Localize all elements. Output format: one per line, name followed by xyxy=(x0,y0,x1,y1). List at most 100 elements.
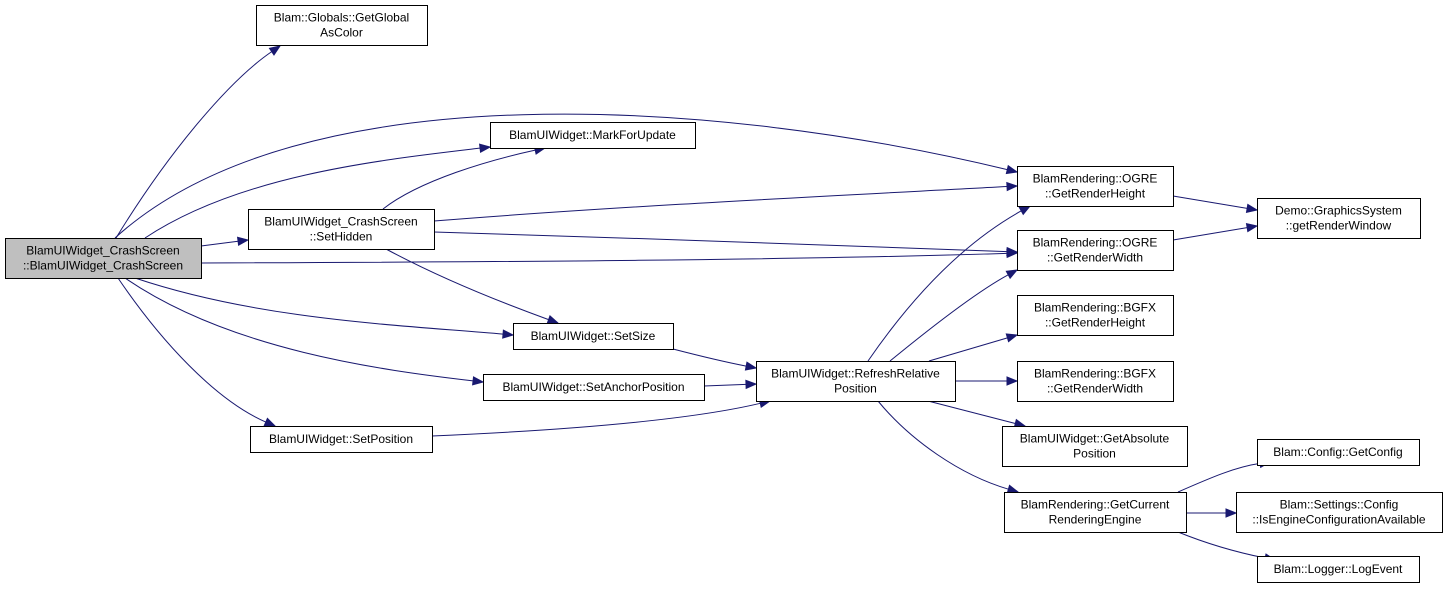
node-box xyxy=(1236,492,1443,533)
node-bgfx_getrenderheight[interactable]: BlamRendering::BGFX::GetRenderHeight xyxy=(1017,295,1174,336)
node-box xyxy=(1257,198,1421,239)
node-box xyxy=(483,374,705,401)
edge-refreshrelativeposition-to-getcurrentrenderingengine xyxy=(877,400,1020,494)
edge-line xyxy=(117,277,267,423)
arrowhead-icon xyxy=(268,45,282,56)
edge-line xyxy=(1172,227,1248,241)
edge-sethidden-to-markforupdate xyxy=(382,145,547,210)
node-getconfig[interactable]: Blam::Config::GetConfig xyxy=(1257,439,1420,466)
edge-root-to-setposition xyxy=(117,277,277,427)
node-label-line: BlamUIWidget::MarkForUpdate xyxy=(509,128,676,142)
arrowhead-icon xyxy=(479,143,492,153)
node-box xyxy=(1017,361,1174,402)
node-root[interactable]: BlamUIWidget_CrashScreen::BlamUIWidget_C… xyxy=(5,238,202,279)
node-isengineconfigurationavailable[interactable]: Blam::Settings::Config::IsEngineConfigur… xyxy=(1236,492,1443,533)
edge-getcurrentrenderingengine-to-getconfig xyxy=(1177,458,1272,493)
edge-line xyxy=(703,383,747,387)
edge-root-to-ogre_getrenderheight xyxy=(114,113,1019,239)
node-setanchorposition[interactable]: BlamUIWidget::SetAnchorPosition xyxy=(483,374,705,401)
node-label-line: ::GetRenderWidth xyxy=(1047,251,1143,265)
node-label-line: ::GetRenderHeight xyxy=(1045,316,1146,330)
edge-line xyxy=(134,277,504,335)
arrowhead-icon xyxy=(745,379,758,390)
node-box xyxy=(5,238,202,279)
arrowhead-icon xyxy=(502,329,515,339)
node-label-line: BlamUIWidget::RefreshRelative xyxy=(771,367,940,381)
node-ogre_getrenderheight[interactable]: BlamRendering::OGRE::GetRenderHeight xyxy=(1017,166,1174,207)
node-label-line: BlamUIWidget_CrashScreen xyxy=(26,244,179,258)
edge-line xyxy=(1172,195,1248,209)
arrowhead-icon xyxy=(472,376,485,386)
arrowhead-icon xyxy=(1005,269,1019,280)
node-label-line: BlamUIWidget::SetPosition xyxy=(269,432,413,446)
node-label-line: RenderingEngine xyxy=(1049,513,1142,527)
node-setposition[interactable]: BlamUIWidget::SetPosition xyxy=(250,426,433,453)
edge-line xyxy=(927,400,1016,424)
node-bgfx_getrenderwidth[interactable]: BlamRendering::BGFX::GetRenderWidth xyxy=(1017,361,1174,402)
node-box xyxy=(756,361,956,402)
node-label-line: Blam::Logger::LogEvent xyxy=(1274,562,1403,576)
edge-line xyxy=(431,402,761,437)
edge-root-to-getglobalascolor xyxy=(115,45,282,239)
node-box xyxy=(1257,556,1420,583)
node-label-line: ::SetHidden xyxy=(310,230,373,244)
node-setsize[interactable]: BlamUIWidget::SetSize xyxy=(513,323,674,350)
node-label-line: BlamUIWidget::GetAbsolute xyxy=(1020,432,1170,446)
nodes-layer: BlamUIWidget_CrashScreen::BlamUIWidget_C… xyxy=(5,5,1443,583)
edge-line xyxy=(889,274,1009,362)
arrowhead-icon xyxy=(1005,164,1019,175)
arrowhead-icon xyxy=(1006,376,1019,386)
edge-setanchorposition-to-refreshrelativeposition xyxy=(703,379,758,390)
edge-line xyxy=(144,147,481,239)
arrowhead-icon xyxy=(263,417,277,427)
node-ogre_getrenderwidth[interactable]: BlamRendering::OGRE::GetRenderWidth xyxy=(1017,230,1174,271)
edge-line xyxy=(877,400,1009,490)
arrowhead-icon xyxy=(1006,484,1020,494)
node-label-line: Blam::Settings::Config xyxy=(1280,498,1399,512)
edge-root-to-ogre_getrenderwidth xyxy=(200,248,1019,264)
edge-root-to-setanchorposition xyxy=(124,277,485,386)
node-label-line: Demo::GraphicsSystem xyxy=(1275,204,1402,218)
node-sethidden[interactable]: BlamUIWidget_CrashScreen::SetHidden xyxy=(248,209,435,250)
edge-sethidden-to-setsize xyxy=(385,248,560,324)
node-label-line: ::IsEngineConfigurationAvailable xyxy=(1252,513,1426,527)
arrowhead-icon xyxy=(1018,205,1032,216)
node-label-line: ::GetRenderHeight xyxy=(1045,187,1146,201)
node-box xyxy=(513,323,674,350)
node-label-line: BlamUIWidget::SetSize xyxy=(531,329,656,343)
edge-ogre_getrenderheight-to-getrenderwindow xyxy=(1172,195,1259,213)
arrowhead-icon xyxy=(1245,203,1259,213)
edge-ogre_getrenderwidth-to-getrenderwindow xyxy=(1172,223,1259,241)
node-label-line: Blam::Config::GetConfig xyxy=(1273,445,1402,459)
edge-refreshrelativeposition-to-ogre_getrenderwidth xyxy=(889,269,1019,362)
edge-line xyxy=(433,231,1008,253)
node-label-line: BlamRendering::OGRE xyxy=(1033,236,1158,250)
node-logevent[interactable]: Blam::Logger::LogEvent xyxy=(1257,556,1420,583)
node-box xyxy=(248,209,435,250)
node-label-line: BlamUIWidget_CrashScreen xyxy=(264,215,417,229)
arrowhead-icon xyxy=(1006,246,1019,257)
node-getrenderwindow[interactable]: Demo::GraphicsSystem::getRenderWindow xyxy=(1257,198,1421,239)
node-box xyxy=(1017,295,1174,336)
arrowhead-icon xyxy=(236,236,250,247)
node-box xyxy=(490,122,696,149)
edge-line xyxy=(928,337,1008,362)
node-label-line: Position xyxy=(1073,447,1116,461)
arrowhead-icon xyxy=(1006,181,1019,192)
node-label-line: AsColor xyxy=(320,26,363,40)
edge-refreshrelativeposition-to-ogre_getrenderheight xyxy=(867,205,1032,362)
node-label-line: ::getRenderWindow xyxy=(1286,219,1392,233)
node-markforupdate[interactable]: BlamUIWidget::MarkForUpdate xyxy=(490,122,696,149)
edge-line xyxy=(867,210,1022,362)
node-box xyxy=(1017,230,1174,271)
edge-sethidden-to-ogre_getrenderwidth xyxy=(433,231,1019,257)
edge-line xyxy=(385,248,549,321)
node-label-line: ::BlamUIWidget_CrashScreen xyxy=(23,259,183,273)
edge-getcurrentrenderingengine-to-isengineconfigurationavailable xyxy=(1186,508,1238,518)
edge-line xyxy=(115,51,273,239)
arrowhead-icon xyxy=(744,361,758,371)
